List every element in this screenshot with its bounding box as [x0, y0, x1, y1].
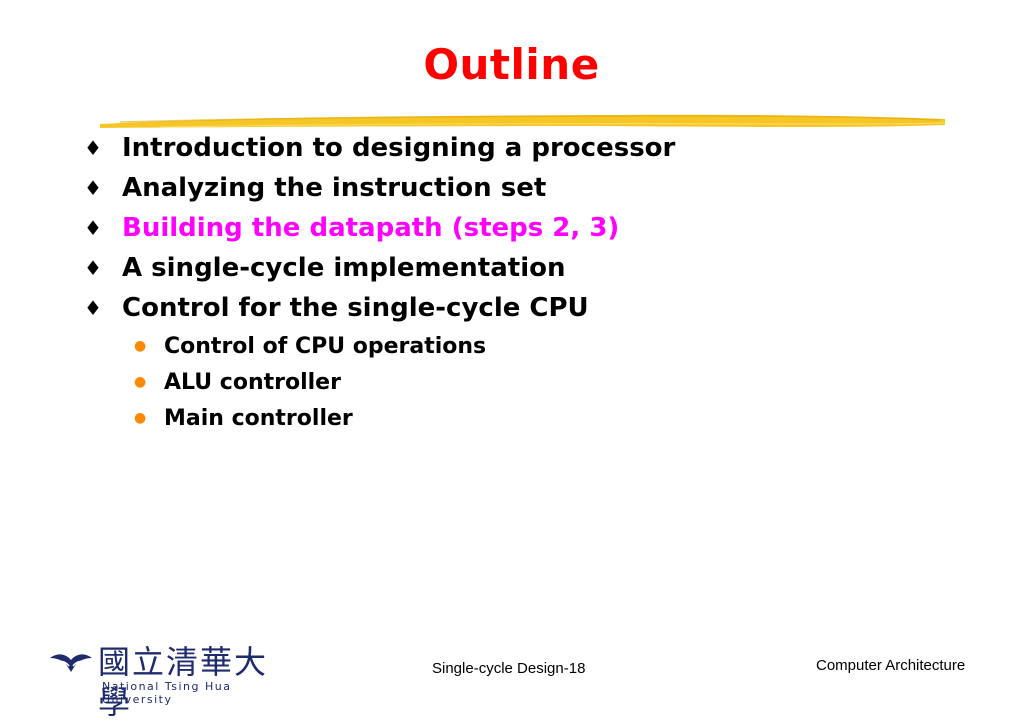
slide-title: Outline	[423, 40, 600, 89]
sublist: ● Control of CPU operations ● ALU contro…	[84, 328, 675, 436]
circle-bullet-icon: ●	[134, 374, 147, 390]
sublist-item-text: Control of CPU operations	[164, 333, 487, 359]
list-item-text: Building the datapath (steps 2, 3)	[122, 213, 620, 243]
list-item-text: Introduction to designing a processor	[122, 133, 676, 163]
university-emblem-icon	[50, 654, 92, 672]
diamond-bullet-icon: ♦	[84, 176, 102, 200]
course-name: Computer Architecture	[816, 657, 966, 674]
circle-bullet-icon: ●	[134, 338, 147, 354]
diamond-bullet-icon: ♦	[84, 136, 102, 160]
slide-footer-label: Single-cycle Design-18	[432, 660, 586, 677]
diamond-bullet-icon: ♦	[84, 256, 102, 280]
list-item: ♦ Control for the single-cycle CPU	[84, 288, 675, 328]
list-item: ♦ A single-cycle implementation	[84, 248, 675, 288]
diamond-bullet-icon: ♦	[84, 216, 102, 240]
sublist-item: ● ALU controller	[134, 364, 675, 400]
list-item-current: ♦ Building the datapath (steps 2, 3)	[84, 208, 675, 248]
logo-chinese-name: 國立清華大學	[98, 643, 269, 721]
outline-list: ♦ Introduction to designing a processor …	[84, 128, 675, 436]
logo-english-name: National Tsing Hua University	[102, 680, 232, 706]
sublist-item-text: ALU controller	[164, 369, 341, 395]
sublist-item: ● Main controller	[134, 400, 675, 436]
list-item-text: Analyzing the instruction set	[122, 173, 547, 203]
list-item: ♦ Analyzing the instruction set	[84, 168, 675, 208]
university-logo: 國立清華大學 National Tsing Hua University	[48, 642, 288, 721]
sublist-item: ● Control of CPU operations	[134, 328, 675, 364]
diamond-bullet-icon: ♦	[84, 296, 102, 320]
circle-bullet-icon: ●	[134, 410, 147, 426]
list-item-text: Control for the single-cycle CPU	[122, 293, 589, 323]
title-underline-bar	[100, 114, 945, 128]
sublist-container: ● Control of CPU operations ● ALU contro…	[84, 328, 675, 436]
sublist-item-text: Main controller	[164, 405, 353, 431]
list-item-text: A single-cycle implementation	[122, 253, 566, 283]
list-item: ♦ Introduction to designing a processor	[84, 128, 675, 168]
